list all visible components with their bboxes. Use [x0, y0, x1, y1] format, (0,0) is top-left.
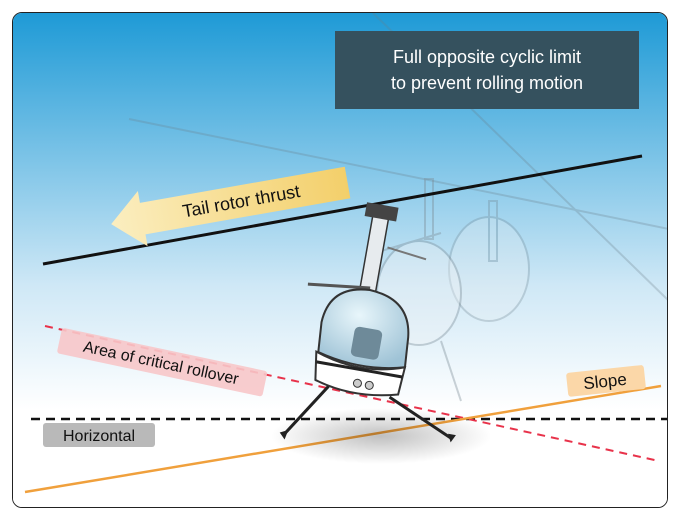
- main-rotor-blade: [42, 154, 643, 266]
- banner-line-1: Full opposite cyclic limit: [393, 47, 581, 67]
- horizontal-tag: Horizontal: [43, 423, 155, 447]
- helicopter: [279, 202, 456, 443]
- banner-line-2: to prevent rolling motion: [391, 73, 583, 93]
- helicopter-shadow: [271, 408, 491, 464]
- horizontal-label: Horizontal: [63, 428, 135, 445]
- cyclic-limit-banner: Full opposite cyclic limit to prevent ro…: [335, 31, 639, 109]
- rollover-diagram: Tail rotor thrust Full opposite cyclic l…: [13, 13, 667, 507]
- diagram-frame: Tail rotor thrust Full opposite cyclic l…: [12, 12, 668, 508]
- slope-tag: Slope: [566, 365, 646, 397]
- slope-label: Slope: [582, 370, 627, 393]
